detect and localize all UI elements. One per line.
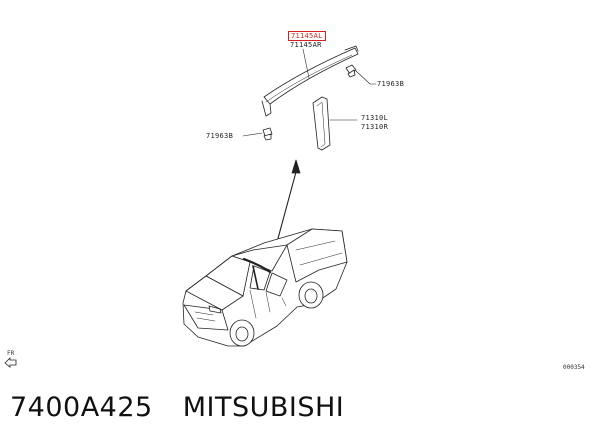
caption-brand: MITSUBISHI: [182, 392, 345, 423]
part-label-71963b-right[interactable]: 71963B: [377, 80, 405, 88]
roof-moulding[interactable]: [261, 45, 359, 117]
pillar-garnish-part[interactable]: [312, 96, 331, 151]
part-label-71145ar[interactable]: 71145AR: [290, 41, 322, 49]
drawing-number: 000354: [563, 364, 585, 371]
clip-left-part[interactable]: [262, 127, 273, 141]
front-label: FR: [7, 350, 15, 357]
pickup-truck: [182, 228, 348, 347]
part-label-71310l[interactable]: 71310L: [361, 114, 389, 122]
part-label-71310r[interactable]: 71310R: [361, 123, 389, 131]
front-arrow-icon: [4, 357, 17, 368]
caption-part-number: 7400A425: [10, 392, 153, 423]
clip-right-part[interactable]: [345, 64, 357, 78]
caption: 7400A425 MITSUBISHI: [10, 392, 344, 423]
leader-lines: [242, 48, 377, 137]
part-label-71963b-left[interactable]: 71963B: [206, 132, 234, 140]
part-label-71145al[interactable]: 71145AL: [288, 31, 326, 41]
